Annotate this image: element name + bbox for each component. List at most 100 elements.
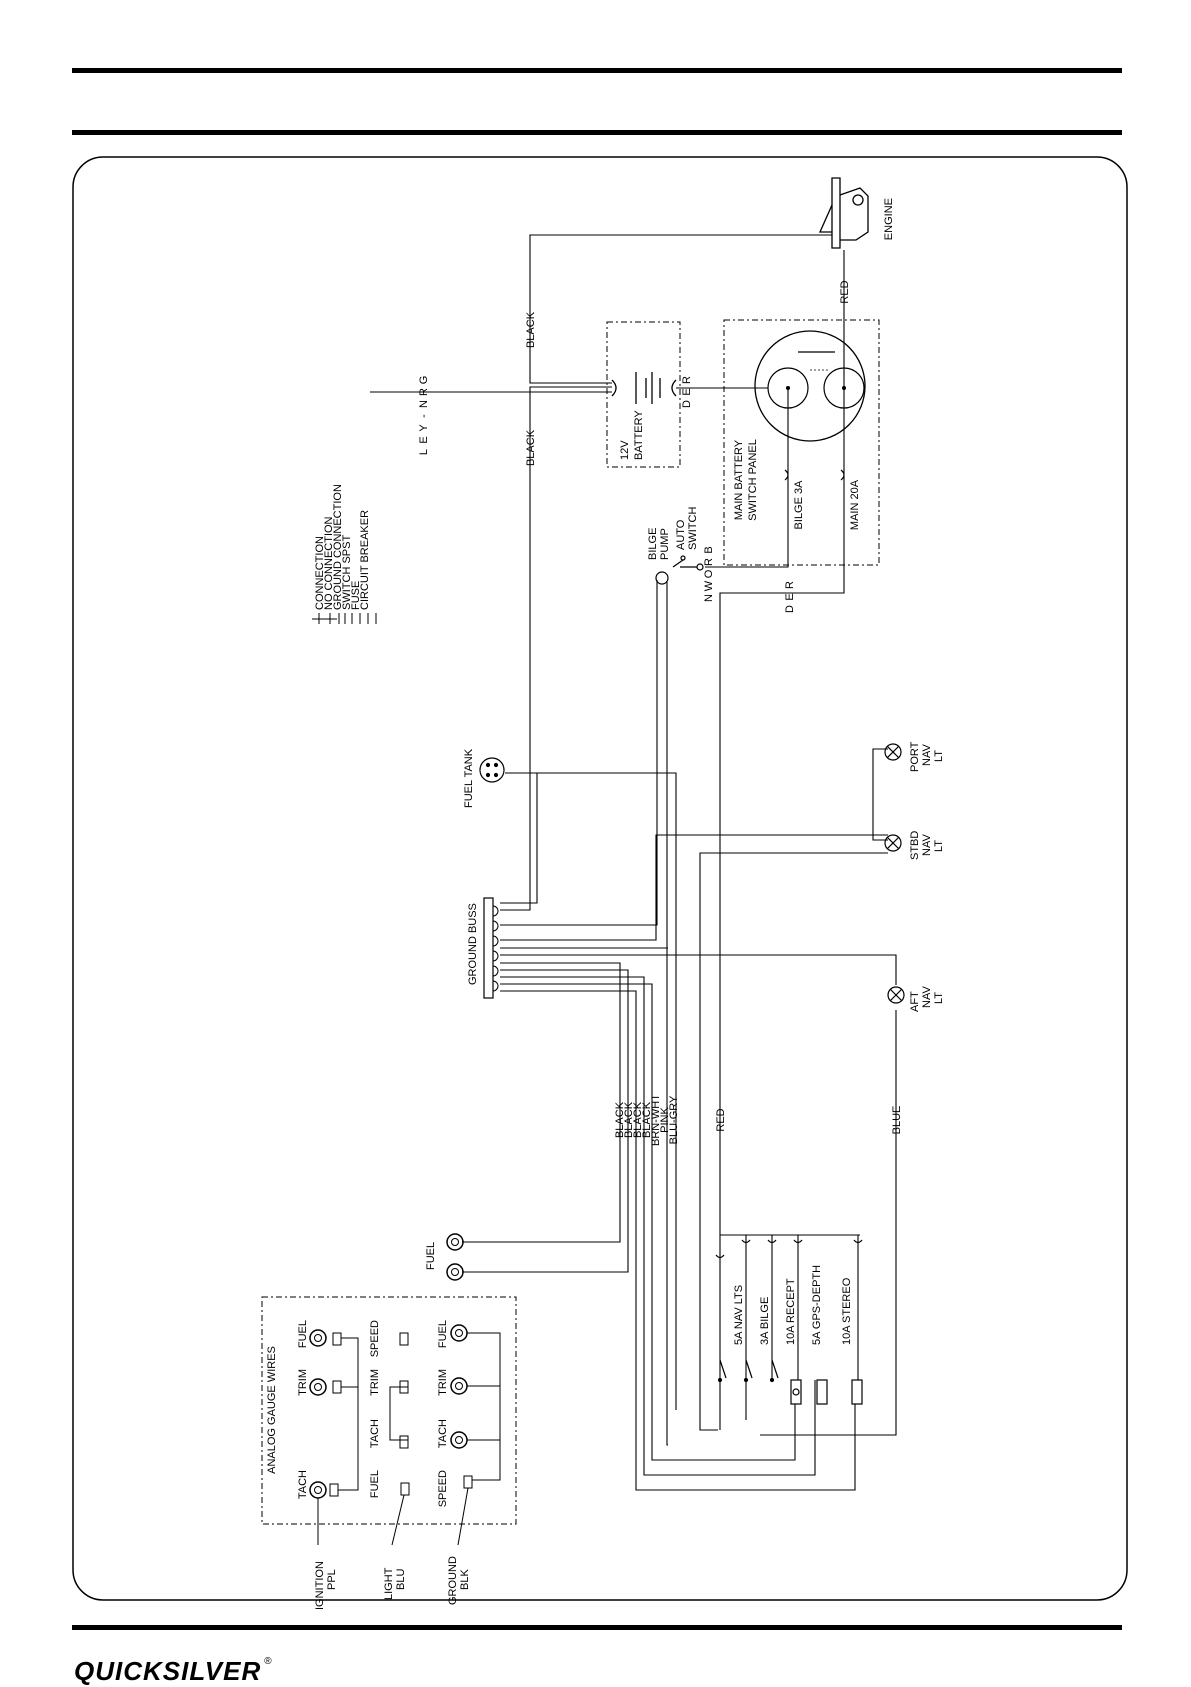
switch-right-terminal	[842, 386, 846, 390]
stbd-nav-label-3: LT	[933, 840, 945, 852]
header-rule-top	[72, 68, 1122, 73]
wire-label-bundle: BRN-WHT	[650, 1094, 662, 1146]
header-rule-bottom	[72, 130, 1122, 135]
wire-buss-black-4	[500, 983, 796, 1461]
switch-panel-label-1: MAIN BATTERY	[733, 439, 745, 520]
gauge-label-row1: FUEL	[297, 1320, 309, 1348]
legend-item: FUSE	[350, 581, 362, 610]
wire-letter-grn-yel-4: Y	[418, 424, 430, 432]
gauge-label-row3: TACH	[437, 1419, 449, 1448]
wire-fuel-tank-signal	[505, 772, 677, 1410]
light-label-1: LIGHT	[383, 1567, 395, 1600]
accessory-receptacles	[790, 1379, 863, 1405]
wire-letter-red-2-2: D	[784, 605, 796, 613]
gauge-box-title: ANALOG GAUGE WIRES	[266, 1346, 278, 1474]
gauge-leads	[317, 1487, 469, 1546]
analog-gauge-box	[261, 1296, 517, 1525]
battery-label-2: BATTERY	[633, 410, 645, 460]
wire-stbd-power	[699, 852, 888, 1431]
fuse-label: 5A GPS-DEPTH	[811, 1265, 823, 1345]
fuel-tank-symbol	[479, 757, 505, 783]
wire-battery-black	[500, 386, 612, 911]
spst-switches	[717, 1359, 779, 1383]
port-nav-label-2: NAV	[921, 744, 933, 766]
auto-switch-label-1: AUTO	[675, 519, 687, 550]
wire-letter-brown-1: R	[703, 558, 715, 566]
wire-label-blue: BLUE	[891, 1106, 903, 1135]
wire-letter-red-1: E	[681, 388, 693, 395]
stbd-nav-label-1: STBD	[909, 831, 921, 860]
wire-label-black-mid: BLACK	[525, 429, 537, 466]
wire-buss-black-3	[500, 976, 816, 1476]
wire-aft-ground	[500, 954, 897, 985]
wire-letter-grn-yel-3: -	[418, 414, 430, 418]
wire-label-red-bundle: RED	[715, 1108, 727, 1131]
wire-letter-brown-0: B	[703, 546, 715, 553]
wire-aft-power	[760, 1010, 897, 1436]
ignition-label-2: PPL	[326, 1569, 338, 1590]
wire-label-bundle: BLACK	[632, 1101, 644, 1138]
fuse-label: 5A NAV LTS	[733, 1285, 745, 1345]
legend	[312, 613, 377, 624]
switch-left-terminal	[786, 386, 790, 390]
fuse-label: 10A RECEPT	[785, 1278, 797, 1345]
port-nav-label-1: PORT	[909, 741, 921, 772]
port-nav-label-3: LT	[933, 750, 945, 762]
legend-item: SWITCH SPST	[341, 535, 353, 610]
main-20a-label: MAIN 20A	[849, 479, 861, 530]
gauge-label-row1: TRIM	[297, 1369, 309, 1396]
wire-letter-red-2-1: E	[784, 593, 796, 600]
ground-buss-label: GROUND BUSS	[467, 903, 479, 985]
switch-panel-label-2: SWITCH PANEL	[747, 439, 759, 521]
gauge-blades	[329, 1332, 473, 1497]
battery-switch-dial	[754, 330, 866, 442]
wire-label-bundle: PINK	[659, 1107, 671, 1133]
gauge-label-row2: TACH	[369, 1419, 381, 1448]
wire-port-nav	[872, 748, 888, 841]
wire-letter-grn-yel-6: L	[418, 449, 430, 455]
gauge-label-row2: SPEED	[369, 1320, 381, 1357]
wire-buss-black-1	[462, 962, 621, 1243]
battery-box	[606, 321, 681, 468]
fuel-terminal-1	[446, 1233, 464, 1251]
fuel-terminal-label: FUEL	[425, 1242, 437, 1270]
wire-label-bundle: BLACK	[641, 1101, 653, 1138]
battery-symbol	[611, 372, 677, 404]
fuse-label: 3A BILGE	[759, 1297, 771, 1345]
wire-letter-brown-4: N	[703, 594, 715, 602]
bilge-3a-label: BILGE 3A	[793, 480, 805, 530]
fuel-terminal-2	[446, 1263, 464, 1281]
aft-nav-label-1: AFT	[909, 991, 921, 1012]
wire-letter-brown-3: W	[703, 580, 715, 591]
aft-nav-label-2: NAV	[921, 986, 933, 1008]
ground-buss-terminals	[492, 905, 499, 992]
bilge-pump-label-1: BILGE	[647, 528, 659, 560]
wire-buss-black-5	[500, 990, 856, 1491]
wire-letter-red-2: D	[681, 400, 693, 408]
ground-buss-bar	[483, 897, 494, 999]
wire-letter-brown-2: O	[703, 569, 715, 578]
wire-label-bundle: BLACK	[623, 1101, 635, 1138]
wire-letter-grn-yel-5: E	[418, 436, 430, 443]
gauge-label-row1: TACH	[297, 1470, 309, 1499]
wire-letter-grn-yel-1: R	[418, 388, 430, 396]
stbd-nav-label-2: NAV	[921, 834, 933, 856]
fuse-symbols	[715, 1239, 863, 1259]
wire-label-red-engine: RED	[839, 280, 851, 303]
wire-engine-red	[719, 250, 845, 1235]
gauge-label-row3: FUEL	[437, 1320, 449, 1348]
gauge-label-row3: SPEED	[437, 1470, 449, 1507]
quicksilver-logo: QUICKSILVER®	[74, 1656, 273, 1686]
fuel-tank-label: FUEL TANK	[463, 748, 475, 808]
wire-bilge-pump	[500, 580, 658, 926]
auto-switch-label-2: SWITCH	[687, 507, 699, 550]
gauge-label-row2: TRIM	[369, 1369, 381, 1396]
engine-symbol	[818, 177, 869, 249]
gauge-label-row3: TRIM	[437, 1369, 449, 1396]
wire-letter-grn-yel-0: G	[418, 376, 430, 385]
legend-item: CONNECTION	[314, 536, 326, 610]
engine-label: ENGINE	[883, 198, 895, 240]
switch-right	[823, 367, 865, 409]
bilge-pump-label-2: PUMP	[659, 528, 671, 560]
wire-bilge-brown	[705, 390, 789, 568]
